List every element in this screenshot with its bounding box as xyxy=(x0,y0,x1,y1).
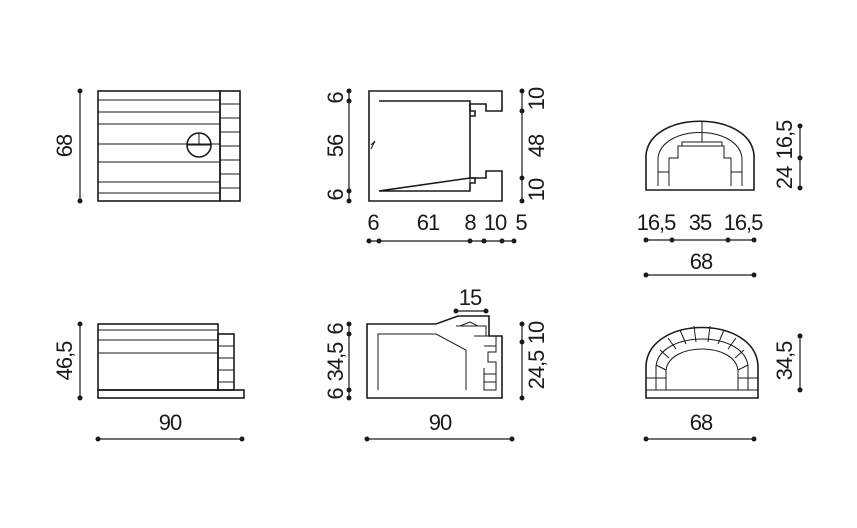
label-plan-bottom-d: 10 xyxy=(484,210,507,235)
dim-plan-left: 6 56 6 xyxy=(323,88,352,204)
dim-side-height: 46,5 xyxy=(52,321,83,401)
label-side-width: 90 xyxy=(159,410,182,435)
label-front-height: 68 xyxy=(52,134,77,157)
label-section-left-top: 6 xyxy=(323,323,348,335)
view-long-section xyxy=(366,315,503,399)
dim-arch-overall: 68 xyxy=(643,249,757,278)
dim-plan-bottom: 6 61 8 10 5 xyxy=(366,210,528,244)
label-side-height: 46,5 xyxy=(52,341,77,381)
label-arch-right-bottom: 24 xyxy=(772,166,797,189)
label-plan-left-bottom: 6 xyxy=(323,189,348,201)
label-plan-bottom-c: 8 xyxy=(464,210,476,235)
dim-arch-bottom: 16,5 35 16,5 xyxy=(637,210,764,243)
view-brick-arch xyxy=(645,325,759,399)
dim-brick-arch-width: 68 xyxy=(643,410,757,442)
label-arch-bottom-b: 35 xyxy=(689,210,712,235)
label-plan-bottom-a: 6 xyxy=(367,210,379,235)
dim-arch-right: 16,5 24 xyxy=(772,120,803,191)
label-brick-arch-height: 34,5 xyxy=(772,341,797,381)
label-plan-bottom-b: 61 xyxy=(417,210,440,235)
label-arch-bottom-c: 16,5 xyxy=(724,210,764,235)
view-arch-front xyxy=(645,120,755,191)
label-arch-bottom-a: 16,5 xyxy=(637,210,677,235)
label-plan-right-mid: 48 xyxy=(524,134,549,157)
view-front-block xyxy=(97,90,241,202)
dim-front-height: 68 xyxy=(52,88,83,204)
dim-plan-right: 10 48 10 xyxy=(519,87,549,204)
label-arch-right-top: 16,5 xyxy=(772,120,797,160)
label-plan-left-mid: 56 xyxy=(323,134,348,157)
label-section-top: 15 xyxy=(459,285,482,310)
label-plan-right-top: 10 xyxy=(524,87,549,110)
label-section-right-bottom: 24,5 xyxy=(524,350,549,390)
label-plan-left-top: 6 xyxy=(323,92,348,104)
label-section-left-mid: 34,5 xyxy=(323,342,348,382)
view-plan-section xyxy=(368,90,503,202)
label-arch-overall: 68 xyxy=(690,249,713,274)
dim-side-width: 90 xyxy=(95,410,245,442)
label-plan-bottom-e: 5 xyxy=(515,210,527,235)
dim-section-right: 10 24,5 xyxy=(519,321,549,401)
dim-brick-arch-height: 34,5 xyxy=(772,333,803,393)
view-side-elevation xyxy=(97,323,245,399)
label-section-right-top: 10 xyxy=(524,321,549,344)
label-section-width: 90 xyxy=(429,410,452,435)
label-section-left-bottom: 6 xyxy=(323,388,348,400)
label-plan-right-bottom: 10 xyxy=(524,178,549,201)
dim-section-left: 6 34,5 6 xyxy=(323,321,352,401)
dim-section-top: 15 xyxy=(453,285,489,314)
label-brick-arch-width: 68 xyxy=(690,410,713,435)
dim-section-width: 90 xyxy=(364,410,515,442)
